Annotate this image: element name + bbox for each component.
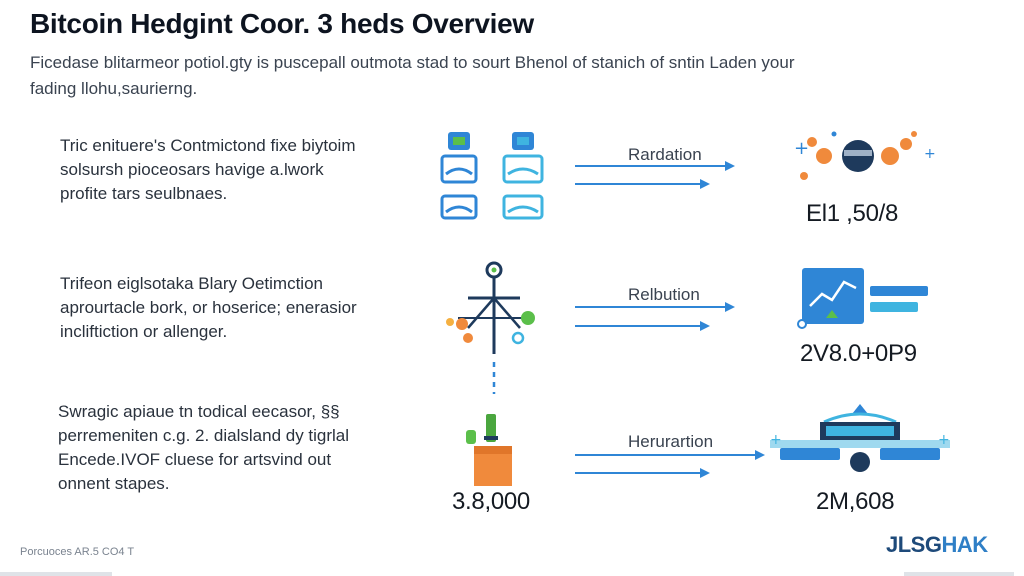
footer-strip-left <box>0 572 112 576</box>
row-2-arrow-upper <box>575 302 735 312</box>
mining-rig-icon: + + <box>770 404 950 472</box>
row-3-arrow-lower <box>575 468 710 478</box>
svg-text:+: + <box>770 432 782 448</box>
subtitle-line-1: Ficedase blitarmeor potiol.gty is puscep… <box>30 53 795 72</box>
row-3-arrow-label: Herurartion <box>628 432 714 451</box>
row-2-arrow-lower <box>575 321 710 331</box>
row-3-left-value: 3.8,000 <box>452 488 530 515</box>
row-1-line-3: profite tars seulbnaes. <box>60 184 228 203</box>
footer-strip-right <box>904 572 1014 576</box>
row-2-line-1: Trifeon eiglsotaka Blary Oetimction <box>60 274 323 293</box>
row-3-line-2: perremeniten c.g. 2. dialsland dy tigrla… <box>58 426 350 445</box>
blockchain-blocks-icon <box>440 132 544 220</box>
svg-text:+: + <box>794 138 809 159</box>
row-3-line-4: onnent stapes. <box>58 474 170 493</box>
brand-logo: JLSGHAK <box>886 532 988 558</box>
block-top-right <box>512 132 534 150</box>
analytics-chart-icon <box>797 268 928 329</box>
subtitle-line-2: fading llohu,saurierng. <box>30 79 198 98</box>
block-top-left <box>448 132 470 150</box>
logo-part-2: HAK <box>941 532 988 557</box>
row-2-line-3: incliftiction or allenger. <box>60 322 228 341</box>
row-1-arrow-label: Rardation <box>628 145 702 164</box>
network-hub-icon <box>446 261 535 394</box>
row-1-value: El1 ,50/8 <box>806 200 899 227</box>
footer-text: Porcuoces AR.5 CO4 T <box>20 546 135 558</box>
row-2-description: Trifeon eiglsotaka Blary Oetimction apro… <box>60 272 390 344</box>
row-1-description: Tric enituere's Contmictond fixe biytoim… <box>60 134 390 206</box>
row-1-arrow-lower <box>575 179 710 189</box>
row-3-arrow-upper <box>575 450 765 460</box>
bitcoin-cluster-icon: + + <box>794 131 936 180</box>
row-1-arrow-upper <box>575 161 735 171</box>
row-1-line-1: Tric enituere's Contmictond fixe biytoim <box>60 136 356 155</box>
row-3-description: Swragic apiaue tn todical eecasor, §§ pe… <box>58 400 388 496</box>
page-subtitle: Ficedase blitarmeor potiol.gty is puscep… <box>30 50 930 102</box>
row-2-arrow-label: Relbution <box>628 285 700 304</box>
svg-text:+: + <box>938 432 950 448</box>
node-green-icon <box>521 311 535 325</box>
page-title: Bitcoin Hedgint Coor. 3 heds Overview <box>30 8 534 39</box>
node-orange-icon <box>456 318 468 330</box>
row-3-value: 2M,608 <box>816 488 895 515</box>
wallet-stake-icon <box>466 414 512 486</box>
row-2-value: 2V8.0+0P9 <box>800 340 917 367</box>
row-3-line-3: Encede.IVOF cluese for artsvind out <box>58 450 332 469</box>
svg-text:+: + <box>924 146 936 162</box>
row-1-line-2: solsursh pioceosars havige a.lwork <box>60 160 324 179</box>
logo-part-1: JLSG <box>886 532 942 557</box>
row-3-line-1: Swragic apiaue tn todical eecasor, §§ <box>58 402 340 421</box>
row-2-line-2: aprourtacle bork, or hoserice; enerasior <box>60 298 357 317</box>
